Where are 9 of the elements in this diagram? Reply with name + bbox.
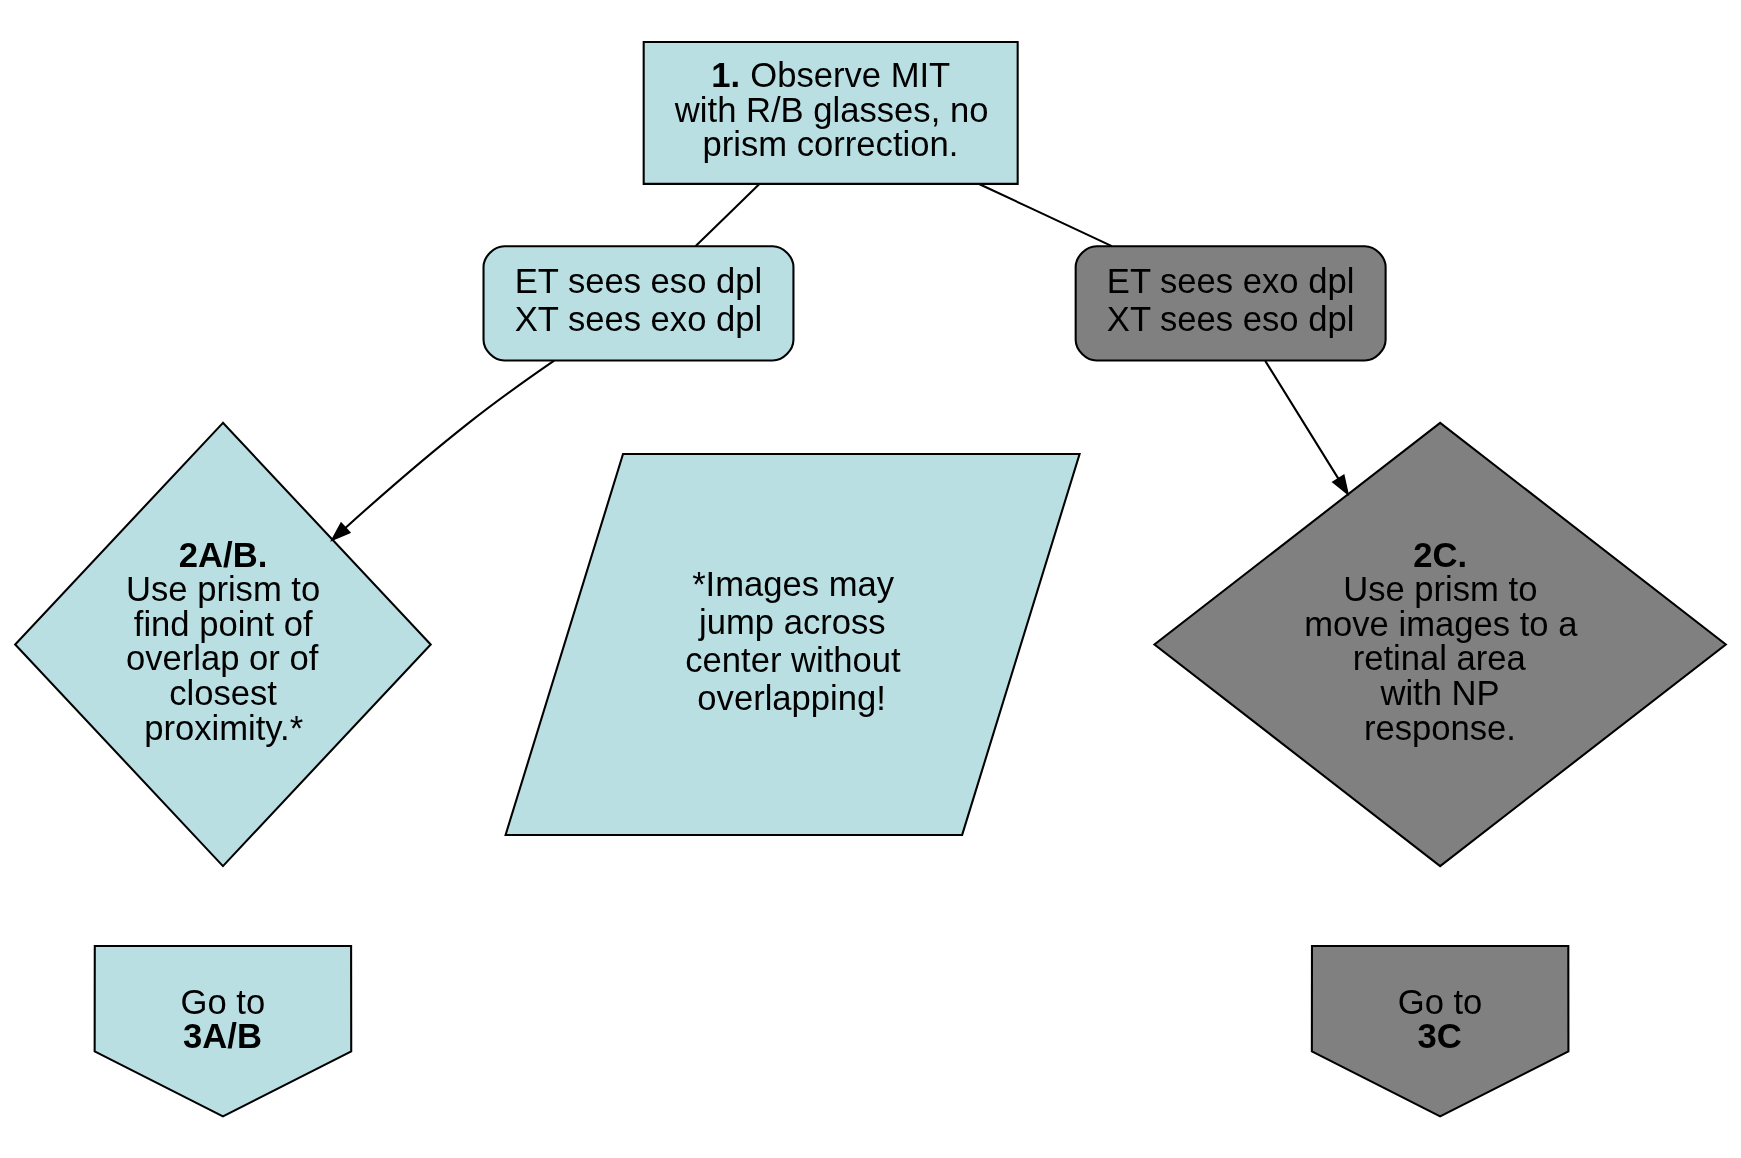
- node-diamond: 2A/B. Use prism to find point of overlap or of closest proximity.*: [13, 421, 433, 868]
- node-box: ET sees eso dpl XT sees exo dpl: [482, 245, 795, 362]
- node-diamond: 2C. Use prism to move images to a retinal area with NP response.: [1152, 421, 1728, 868]
- connector: [978, 183, 1113, 248]
- node-box: ET sees exo dpl XT sees eso dpl: [1074, 245, 1387, 362]
- arrow: [1264, 360, 1350, 497]
- connector: [695, 183, 760, 247]
- node-box: 1. Observe MIT with R/B glasses, no prism correction.: [642, 40, 1019, 185]
- arrow: [330, 359, 555, 542]
